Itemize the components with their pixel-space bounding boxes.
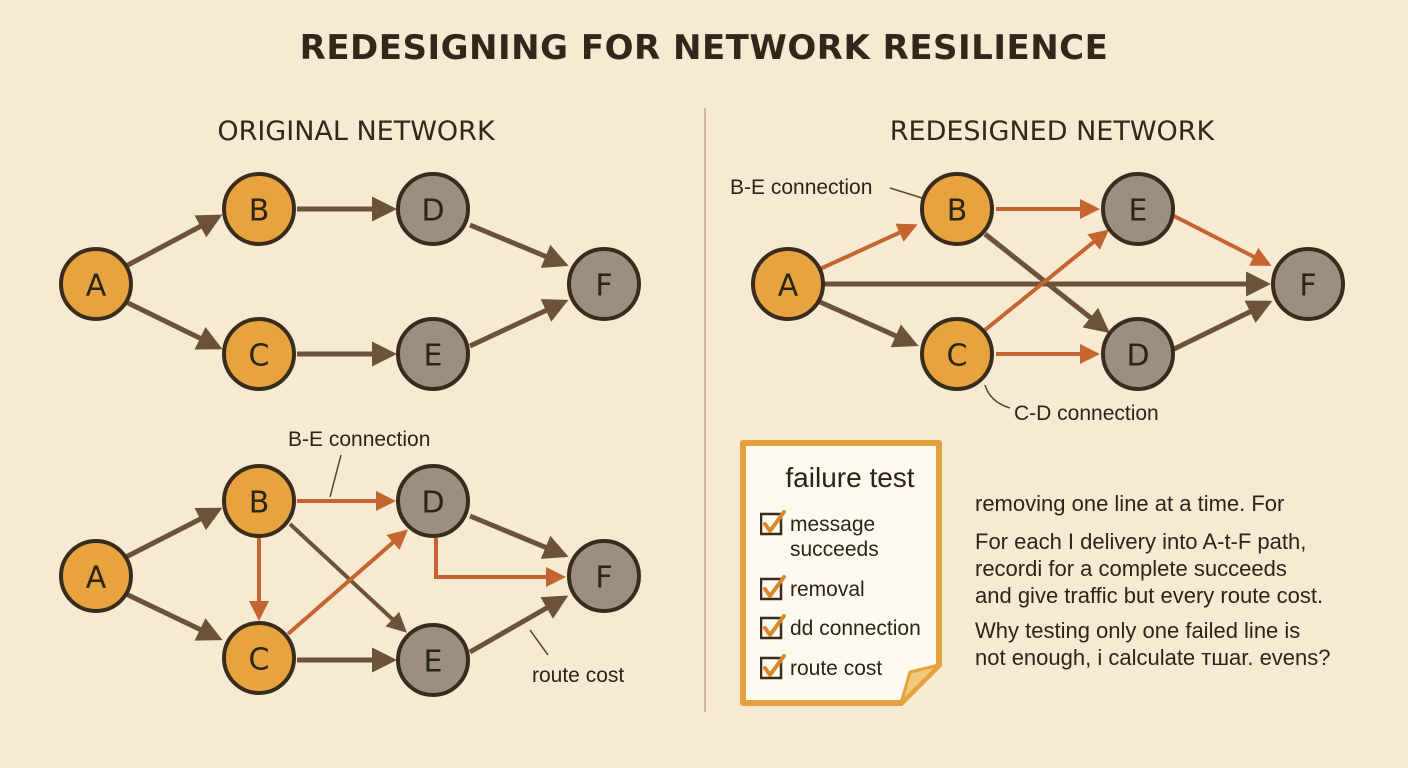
svg-text:E: E [424, 339, 443, 374]
svg-text:E: E [1129, 194, 1148, 229]
original-network-top: A B C D E F [59, 172, 641, 391]
svg-text:D: D [421, 486, 444, 521]
checklist-item-removal: removal [760, 575, 865, 602]
node-c: C [222, 317, 296, 391]
edge-a-c [818, 299, 919, 348]
be-connection-label: B-E connection [288, 428, 430, 451]
checklist-item-label: route cost [790, 657, 883, 680]
edge-e-f [468, 595, 569, 655]
edge-b-e [288, 522, 407, 633]
page-curl-icon [899, 663, 941, 705]
node-e: E [1101, 172, 1175, 246]
edge-e-f [1173, 214, 1272, 266]
node-e: E [396, 623, 470, 697]
node-d: D [1101, 317, 1175, 391]
cd-connection-label: C-D connection [1014, 402, 1159, 425]
explanation-paragraph-3: Why testing only one failed line is not … [975, 618, 1331, 670]
node-d: D [396, 172, 470, 246]
checkmark-icon [760, 614, 786, 640]
svg-text:A: A [86, 561, 107, 596]
failure-test-card [740, 440, 942, 706]
node-e: E [396, 317, 470, 391]
svg-text:F: F [595, 269, 612, 304]
original-network-heading: ORIGINAL NETWORK [217, 116, 495, 147]
edge-e-f [468, 299, 569, 349]
edge-d-f [469, 222, 569, 268]
svg-text:F: F [1299, 269, 1316, 304]
checklist-item-connection: dd connection [760, 614, 921, 641]
svg-text:D: D [1126, 339, 1149, 374]
redesigned-network: B-E connection C-D connection A B C E D … [730, 172, 1345, 425]
redesigned-network-heading: REDESIGNED NETWORK [889, 116, 1215, 147]
failure-test-title: failure test [785, 462, 915, 493]
checkmark-icon [760, 510, 786, 536]
svg-text:F: F [595, 561, 612, 596]
svg-text:A: A [86, 269, 107, 304]
svg-text:C: C [947, 339, 968, 374]
svg-text:C: C [249, 643, 270, 678]
edge-c-e [983, 229, 1110, 332]
node-d: D [396, 464, 470, 538]
edge-a-c [124, 299, 223, 350]
node-c: C [920, 317, 994, 391]
node-a: A [59, 539, 133, 613]
edge-a-b [819, 223, 918, 271]
node-f: F [1271, 247, 1345, 321]
node-a: A [59, 247, 133, 321]
node-b: B [222, 464, 296, 538]
node-f: F [567, 539, 641, 613]
svg-text:A: A [778, 269, 799, 304]
page-title: REDESIGNING FOR NETWORK RESILIENCE [299, 28, 1109, 68]
edge-a-b [124, 214, 223, 269]
edge-d-f [1172, 300, 1273, 352]
edge-c-d [286, 529, 409, 636]
be-connection-leader [889, 187, 923, 199]
node-a: A [751, 247, 825, 321]
node-b: B [222, 172, 296, 246]
svg-text:B: B [249, 194, 270, 229]
checklist-item-route-cost: route cost [760, 654, 883, 681]
svg-text:C: C [249, 339, 270, 374]
svg-text:E: E [424, 645, 443, 680]
svg-text:B: B [249, 486, 270, 521]
explanation-intro: removing one line at a time. For [975, 491, 1285, 516]
node-b: B [920, 172, 994, 246]
checklist-item-label: removal [790, 578, 865, 601]
checkmark-icon [760, 654, 786, 680]
checklist-item-label: dd connection [790, 617, 921, 640]
edge-a-c [124, 591, 223, 641]
cd-connection-leader [984, 384, 1011, 409]
section-divider [704, 108, 706, 712]
edge-a-b [124, 507, 223, 560]
edge-d-f-rerouted [434, 538, 566, 587]
svg-text:B: B [947, 194, 968, 229]
be-connection-label: B-E connection [730, 176, 872, 199]
route-cost-label: route cost [532, 664, 624, 687]
svg-text:D: D [421, 194, 444, 229]
explanation-paragraph-2: For each I delivery into A-t-F path, rec… [975, 529, 1324, 608]
checkmark-icon [760, 575, 786, 601]
be-connection-leader [329, 454, 342, 498]
edge-d-f [469, 513, 569, 559]
original-network-bottom: B-E connection route cost A B C D E F [59, 428, 641, 697]
node-c: C [222, 621, 296, 695]
route-cost-leader [529, 629, 549, 656]
node-f: F [567, 247, 641, 321]
